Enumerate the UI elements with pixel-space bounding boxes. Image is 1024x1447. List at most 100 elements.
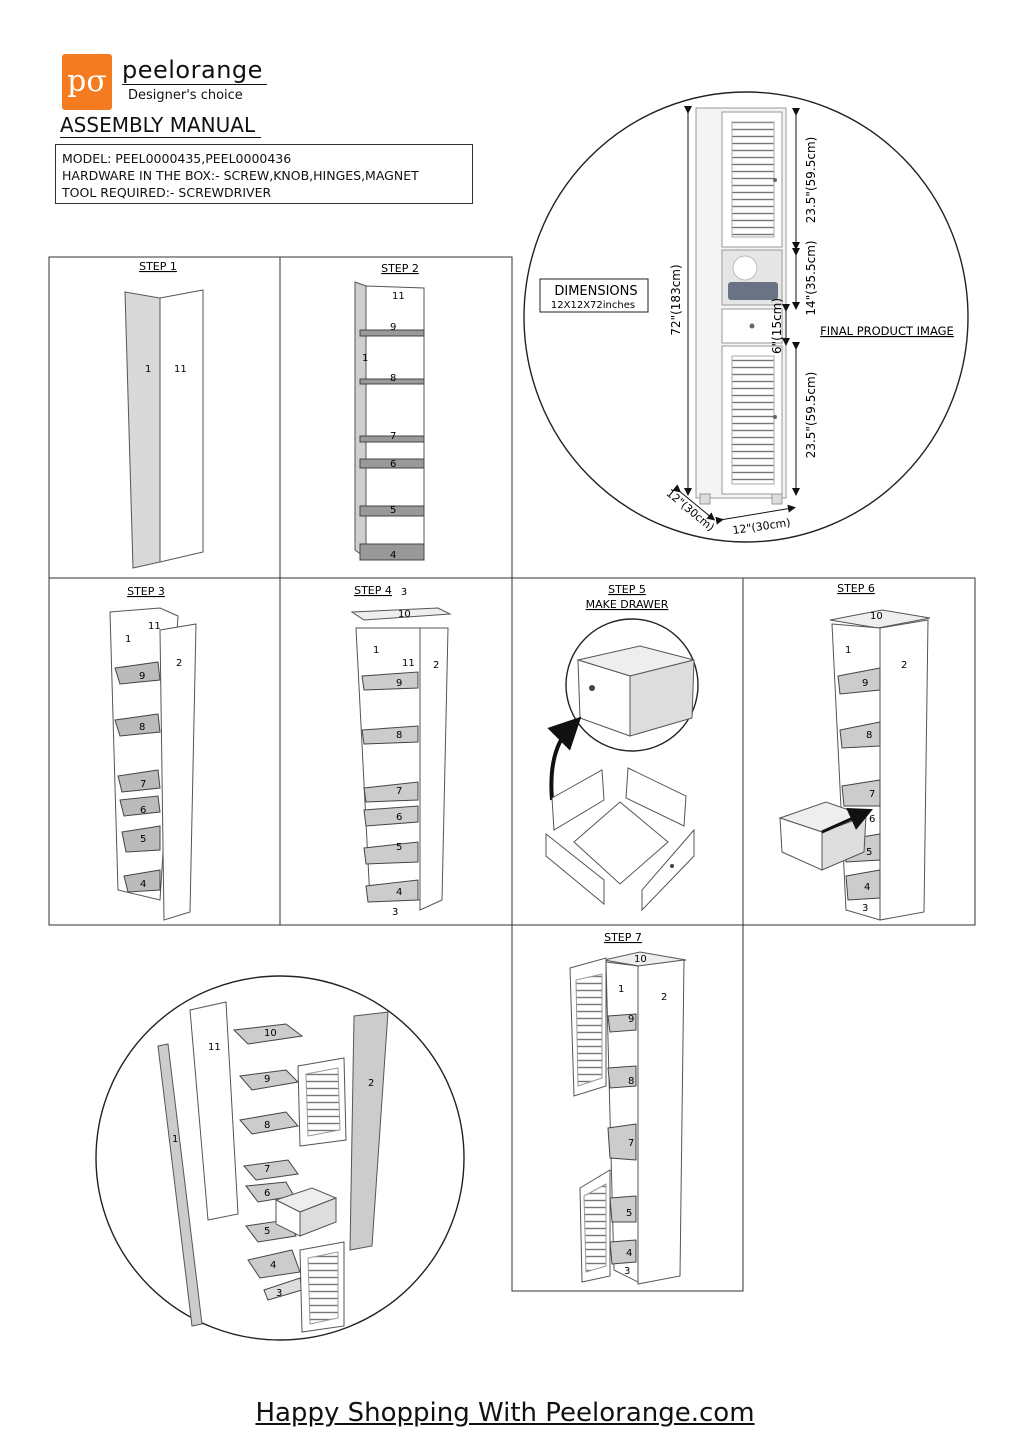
brand-logo: pσ [62, 54, 112, 110]
part-label: 4 [396, 887, 402, 898]
part-label: 7 [396, 786, 402, 797]
manual-title: ASSEMBLY MANUAL [60, 113, 262, 138]
part-label: 4 [390, 550, 396, 561]
part-label: 4 [864, 882, 870, 893]
step2-label: STEP 2 [381, 262, 419, 275]
part-label: 8 [139, 722, 145, 733]
part-label: 6 [869, 814, 875, 825]
part-label: 9 [139, 671, 145, 682]
step2-panel: STEP 2 11 9 1 8 7 6 5 4 [354, 262, 425, 561]
part-label: 2 [176, 658, 182, 669]
part-label: 7 [140, 779, 146, 790]
part-label: 5 [626, 1208, 632, 1219]
part-label: 7 [390, 431, 396, 442]
final-product-view: DIMENSIONS 12X12X72inches FINAL PRODUCT … [523, 91, 969, 543]
part-label: 11 [402, 658, 415, 669]
bottom-door-height-label: 23.5"(59.5cm) [804, 372, 818, 459]
width-label: 12"(30cm) [732, 516, 792, 537]
step7-panel: STEP 7 10 1 2 9 8 7 5 4 3 [569, 931, 687, 1285]
part-label: 5 [866, 847, 872, 858]
part-label: 6 [390, 459, 396, 470]
part-label: 1 [172, 1134, 178, 1145]
step4-panel: STEP 4 3 10 1 11 2 9 8 7 6 5 4 3 [350, 584, 452, 918]
part-label: 1 [618, 984, 624, 995]
part-label: 1 [362, 353, 368, 364]
part-label: 2 [368, 1078, 374, 1089]
tool-line: TOOL REQUIRED:- SCREWDRIVER [62, 185, 272, 200]
part-label: 11 [392, 291, 405, 302]
part-label: 7 [264, 1164, 270, 1175]
part-label: 9 [628, 1014, 634, 1025]
part-label: 2 [661, 992, 667, 1003]
part-label: 5 [140, 834, 146, 845]
part-label: 11 [208, 1042, 221, 1053]
part-label: 4 [270, 1260, 276, 1271]
step7-label: STEP 7 [604, 931, 642, 944]
part-label: 3 [392, 907, 398, 918]
part-label: 10 [870, 611, 883, 622]
step3-panel: STEP 3 1 11 2 9 8 7 6 5 4 [109, 585, 197, 921]
model-line: MODEL: PEEL0000435,PEEL0000436 [62, 151, 292, 166]
part-label: 7 [869, 789, 875, 800]
hardware-line: HARDWARE IN THE BOX:- SCREW,KNOB,HINGES,… [62, 168, 419, 183]
part-label: 9 [264, 1074, 270, 1085]
part-label: 3 [276, 1288, 282, 1299]
dimensions-title: DIMENSIONS [554, 284, 637, 299]
step1-panel: STEP 1 1 11 [124, 260, 204, 569]
step-grid [48, 256, 976, 1292]
footer-slogan: Happy Shopping With Peelorange.com [255, 1398, 755, 1428]
top-door-height-label: 23.5"(59.5cm) [804, 137, 818, 224]
part-label: 11 [148, 621, 161, 632]
part-label: 10 [398, 609, 411, 620]
part-label: 9 [862, 678, 868, 689]
final-image-label: FINAL PRODUCT IMAGE [820, 324, 954, 338]
part-label: 6 [140, 805, 146, 816]
final-product-circle [523, 91, 969, 543]
total-height-label: 72"(183cm) [669, 264, 683, 335]
step1-label: STEP 1 [139, 260, 177, 273]
part-label: 11 [174, 364, 187, 375]
exploded-view-circle [95, 975, 465, 1341]
dimensions-value: 12X12X72inches [551, 300, 635, 311]
dimensions-box [539, 278, 649, 313]
step5-sublabel: MAKE DRAWER [586, 598, 669, 611]
part-label: 6 [264, 1188, 270, 1199]
step6-panel: STEP 6 10 1 2 9 8 7 6 5 4 3 [778, 582, 931, 921]
part-label: 2 [433, 660, 439, 671]
brand-name: peelorange [122, 56, 267, 85]
part-label: 1 [145, 364, 151, 375]
part-label: 9 [390, 322, 396, 333]
part-label: 1 [373, 645, 379, 656]
part-label: 6 [396, 812, 402, 823]
part-label: 8 [628, 1076, 634, 1087]
step5-panel: STEP 5 MAKE DRAWER [545, 583, 699, 912]
part-label: 1 [125, 634, 131, 645]
part-label: 2 [901, 660, 907, 671]
part-label: 3 [862, 903, 868, 914]
step3-label: STEP 3 [127, 585, 165, 598]
part-label: 7 [628, 1138, 634, 1149]
shelf-height-label: 14"(35.5cm) [804, 240, 818, 315]
part-label: 5 [264, 1226, 270, 1237]
step6-label: STEP 6 [837, 582, 875, 595]
step5-label: STEP 5 [608, 583, 646, 596]
part-label: 9 [396, 678, 402, 689]
part-label: 8 [866, 730, 872, 741]
part-label: 5 [390, 505, 396, 516]
part-label: 3 [624, 1266, 630, 1277]
part-label: 8 [264, 1120, 270, 1131]
part-label: 8 [390, 373, 396, 384]
cabinet-final [695, 107, 787, 505]
step4-label: STEP 4 [354, 584, 392, 597]
part-label: 4 [626, 1248, 632, 1259]
part-label: 1 [845, 645, 851, 656]
exploded-view: 1 11 2 10 9 8 7 6 5 4 3 [95, 975, 465, 1341]
step4-suffix: 3 [401, 587, 407, 598]
drawer-height-label: 6"(15cm) [770, 298, 784, 354]
product-info-box: MODEL: PEEL0000435,PEEL0000436 HARDWARE … [55, 144, 473, 204]
part-label: 10 [264, 1028, 277, 1039]
brand-tagline: Designer's choice [128, 88, 243, 103]
part-label: 8 [396, 730, 402, 741]
logo-mark: pσ [67, 64, 107, 99]
